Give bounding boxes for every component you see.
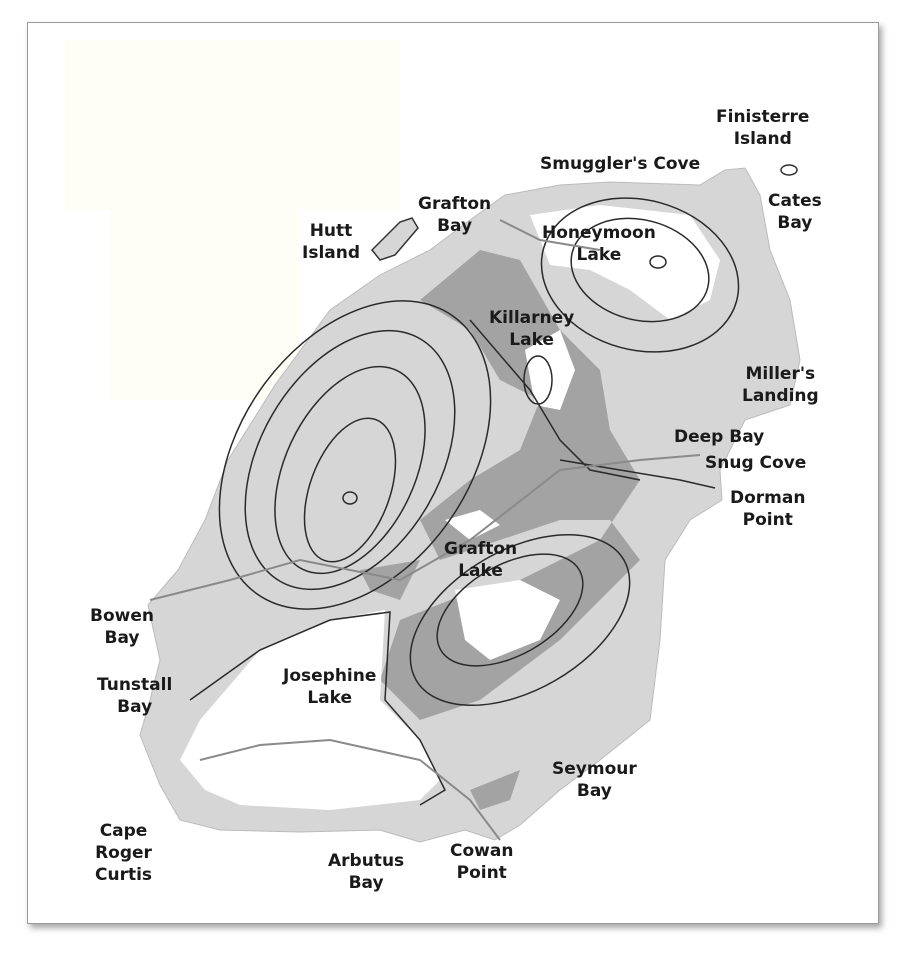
dark-terrain [380, 250, 640, 720]
highlight-area [65, 40, 400, 210]
label-snug-cove: Snug Cove [705, 453, 807, 473]
white-lowland [455, 580, 560, 660]
hutt-island [370, 217, 419, 261]
white-lowland [445, 510, 500, 540]
dark-terrain [470, 770, 520, 810]
label-smugglers-cove: Smuggler's Cove [540, 154, 701, 174]
finisterre-island [780, 164, 798, 176]
white-lowland [530, 205, 720, 320]
white-lowland [180, 610, 440, 810]
highlight-area [110, 210, 300, 400]
roads [149, 219, 701, 841]
label-deep-bay: Deep Bay [674, 427, 765, 447]
contour-lines [189, 197, 740, 806]
